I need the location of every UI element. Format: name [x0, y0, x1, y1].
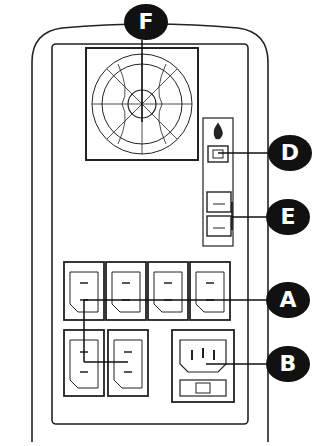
outlets-top: [64, 262, 230, 320]
callout-letter: B: [266, 346, 310, 382]
rj-port: [207, 192, 231, 212]
icon: [214, 124, 222, 139]
power-inlet: [172, 330, 234, 402]
callout-letter: F: [124, 4, 168, 40]
rj-port: [207, 216, 231, 236]
leader-lines: [84, 40, 268, 364]
rear-panel: [52, 44, 248, 424]
outlets-bottom: [64, 330, 148, 396]
housing-outline: [32, 24, 268, 442]
callout-letter: A: [266, 282, 310, 318]
usb-port: [208, 146, 228, 162]
callout-letter: D: [268, 135, 312, 171]
callout-letter: E: [266, 199, 310, 235]
